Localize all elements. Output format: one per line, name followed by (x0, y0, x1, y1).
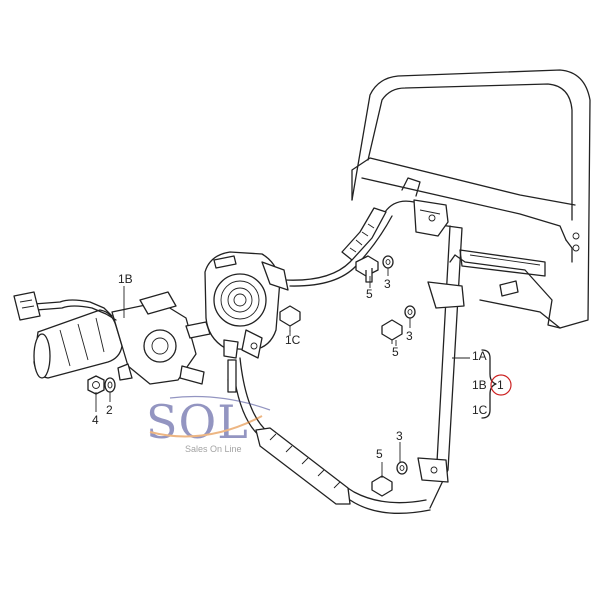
callout-5-top: 5 (366, 287, 373, 301)
callout-labels: 1B 1C 1A 1B 1C 1 2 4 3 5 3 5 3 5 (92, 272, 504, 461)
highlight-circle (490, 374, 512, 396)
callout-1A-group: 1A (472, 349, 487, 363)
leader-lines (95, 268, 470, 478)
door-frame (351, 69, 591, 329)
callout-3-top: 3 (384, 277, 391, 291)
motor-assembly (13, 291, 211, 385)
callout-1: 1 (497, 378, 504, 392)
regulator-drum (204, 251, 289, 393)
callout-3-mid: 3 (406, 329, 413, 343)
callout-5-bottom: 5 (376, 447, 383, 461)
washer-2 (104, 377, 116, 393)
guide-rail (413, 199, 465, 509)
washer-3-bottom (396, 461, 408, 475)
watermark-tagline: Sales On Line (185, 444, 242, 454)
watermark-swoosh (149, 415, 263, 438)
nut-4 (87, 375, 105, 395)
sol-watermark: SOL Sales On Line (146, 395, 271, 454)
bolt-1C (279, 305, 301, 332)
bolt-5-mid (381, 319, 403, 344)
callout-1C-group: 1C (472, 403, 488, 417)
bolt-5-top (355, 255, 379, 283)
callout-1B-group: 1B (472, 378, 487, 392)
upper-cable (284, 200, 415, 287)
callout-1C: 1C (285, 333, 301, 347)
bolt-5-bottom (371, 475, 393, 497)
callout-5-mid: 5 (392, 345, 399, 359)
callout-1B: 1B (118, 272, 133, 286)
callout-3-bottom: 3 (396, 429, 403, 443)
callout-2: 2 (106, 403, 113, 417)
group-bracket (481, 349, 497, 419)
watermark-logo: SOL (146, 395, 249, 449)
washer-3-mid (404, 305, 416, 319)
washer-3-top (382, 255, 394, 269)
callout-4: 4 (92, 413, 99, 427)
watermark-swoosh-2 (169, 395, 271, 411)
